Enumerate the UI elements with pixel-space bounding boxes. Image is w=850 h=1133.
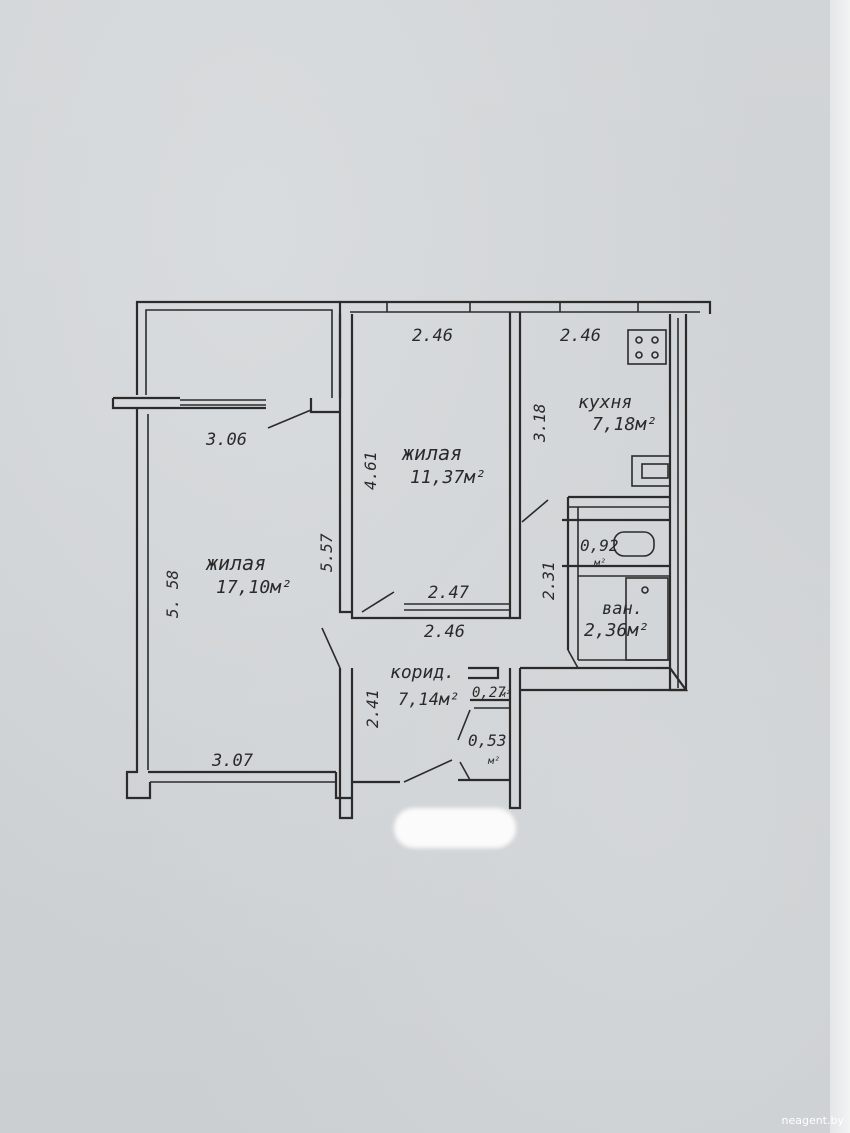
door-swing-6 xyxy=(457,709,471,741)
room-area-living-mid: 11,37м² xyxy=(410,467,486,488)
room-area-closet-1: 0,27 xyxy=(472,685,506,701)
room-name-corridor: корид. xyxy=(390,662,455,683)
redaction-blur xyxy=(394,808,516,848)
room-area-closet-2: 0,53 xyxy=(468,731,507,750)
paper-edge xyxy=(830,0,850,1133)
door-swing-8 xyxy=(459,761,471,781)
middle-room-bottom-wall xyxy=(350,612,510,620)
room-unit-wc: м² xyxy=(593,558,606,569)
door-swing-4 xyxy=(521,499,549,523)
dim-3-18: 3.18 xyxy=(530,403,549,443)
room-area-corridor: 7,14м² xyxy=(398,690,459,710)
door-swing-7 xyxy=(403,759,453,783)
top-exterior-wall xyxy=(340,300,712,314)
dim-2-46-mid-top: 2.46 xyxy=(412,326,453,346)
balcony-wall xyxy=(135,300,342,398)
fixtures xyxy=(613,329,671,661)
dim-2-46-kitchen: 2.46 xyxy=(560,326,601,346)
room-unit-closet-1: м² xyxy=(499,690,511,700)
burner-4 xyxy=(651,351,659,359)
left-room-top-wall xyxy=(111,398,266,410)
sink-icon xyxy=(631,455,671,487)
door-swing-3 xyxy=(321,627,341,669)
door-swing-1 xyxy=(267,409,312,429)
door-swing-5 xyxy=(567,649,579,669)
labels: 3.06 5. 58 5.57 3.07 жилая 17,10м² 2.46 … xyxy=(163,326,657,771)
dim-2-41: 2.41 xyxy=(363,689,382,728)
dim-5-57: 5.57 xyxy=(317,533,336,572)
dim-5-58: 5. 58 xyxy=(163,570,182,618)
closet-wall xyxy=(468,666,500,680)
room-name-bath: ван. xyxy=(602,599,643,619)
partition-left-middle xyxy=(338,314,354,614)
room-area-kitchen: 7,18м² xyxy=(592,414,657,435)
room-name-living-mid: жилая xyxy=(401,441,462,465)
walls xyxy=(111,300,712,820)
room-area-wc: 0,92 xyxy=(580,536,619,555)
room-name-living-big: жилая xyxy=(205,551,266,575)
partition-middle-kitchen xyxy=(508,312,522,620)
bathtub-icon xyxy=(625,577,669,661)
burner-1 xyxy=(635,336,643,344)
dim-2-46-mid-bottom: 2.46 xyxy=(424,622,465,642)
sink-inner xyxy=(641,463,669,479)
dim-2-47: 2.47 xyxy=(428,583,470,603)
toilet-icon xyxy=(613,531,655,557)
dim-3-07: 3.07 xyxy=(211,751,254,771)
bath-drain xyxy=(641,586,649,594)
door-swings xyxy=(267,409,579,783)
door-jamb-left-top xyxy=(309,398,340,414)
stove-icon xyxy=(627,329,667,365)
room-unit-closet-2: м² xyxy=(487,756,500,767)
room-area-living-big: 17,10м² xyxy=(216,577,292,598)
left-exterior-wall xyxy=(125,408,152,800)
burner-3 xyxy=(635,351,643,359)
balcony-inner-line xyxy=(145,309,333,398)
bath-bottom-wall xyxy=(520,666,689,692)
dim-3-06: 3.06 xyxy=(205,430,247,450)
watermark: neagent.by xyxy=(781,1114,844,1127)
partition-corridor-left xyxy=(338,668,354,820)
room-name-kitchen: кухня xyxy=(578,392,632,413)
burner-2 xyxy=(651,336,659,344)
door-swing-2 xyxy=(361,591,395,613)
entrance-jamb xyxy=(334,772,352,800)
room-area-bath: 2,36м² xyxy=(584,620,649,641)
dim-2-31: 2.31 xyxy=(539,561,558,600)
closet-right-wall xyxy=(508,668,522,810)
dim-4-61: 4.61 xyxy=(361,451,380,490)
